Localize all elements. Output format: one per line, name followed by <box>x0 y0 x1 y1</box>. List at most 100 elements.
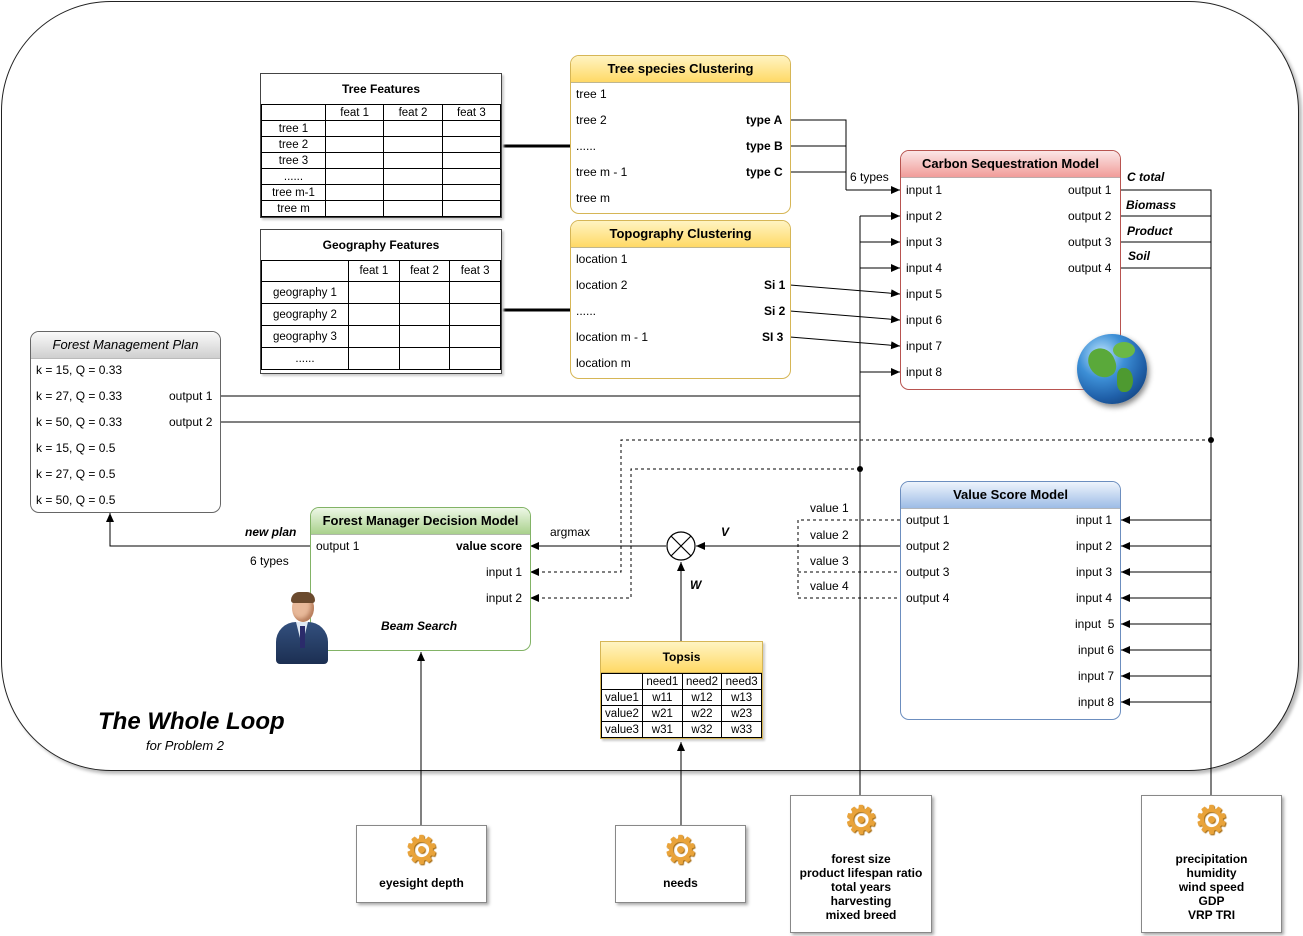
carbon-output-label: C total <box>1127 170 1165 184</box>
table-cell: geography 3 <box>261 325 349 348</box>
carbon-input: input 7 <box>906 339 943 353</box>
topography-row: ...... <box>576 304 597 318</box>
table-row: tree 2 <box>261 136 502 153</box>
table-row: feat 1 feat 2 feat 3 <box>261 104 502 121</box>
gear-icon: ⚙ <box>404 830 439 872</box>
topography-row: location 1 <box>576 252 628 266</box>
table-header-cell <box>261 104 326 121</box>
decision-method: Beam Search <box>381 619 458 633</box>
table-header-cell: need2 <box>681 673 723 690</box>
table-cell: tree m <box>261 200 326 217</box>
table-cell: w22 <box>681 705 723 722</box>
table-cell: w23 <box>721 705 762 722</box>
table-header-cell: feat 2 <box>398 260 451 282</box>
table-cell: tree 3 <box>261 152 326 169</box>
forest-plan-title: Forest Management Plan <box>31 332 220 359</box>
connector-feedback-2 <box>530 468 860 602</box>
carbon-input: input 1 <box>906 183 943 197</box>
table-row: ...... <box>261 168 502 185</box>
param-eyesight: ⚙ eyesight depth <box>356 825 487 903</box>
tree-features-title: Tree Features <box>341 82 421 96</box>
table-cell: tree 2 <box>261 136 326 153</box>
param-forest: ⚙ forest size product lifespan ratio tot… <box>790 795 932 933</box>
v-label: V <box>721 525 730 539</box>
value-output: output 3 <box>906 565 950 579</box>
param-climate: ⚙ precipitation humidity wind speed GDP … <box>1141 795 1282 933</box>
forest-management-plan: Forest Management Plan <box>30 331 221 513</box>
forest-plan-output: output 1 <box>169 389 213 403</box>
new-plan-label: new plan <box>245 525 297 539</box>
topography-row: location m - 1 <box>576 330 649 344</box>
table-row: value2 w21 w22 w23 <box>601 705 762 722</box>
connector-carbon-out1 <box>1120 189 1212 795</box>
value-model-title: Value Score Model <box>901 482 1120 509</box>
table-header-cell: feat 1 <box>348 260 400 282</box>
tree-cluster-row: ...... <box>576 139 597 153</box>
table-row: geography 2 <box>261 303 501 326</box>
topography-clustering: Topography Clustering <box>570 220 791 379</box>
value-input: input 7 <box>1078 669 1115 683</box>
param-line: GDP <box>1198 894 1225 908</box>
forest-plan-row: k = 15, Q = 0.33 <box>36 363 123 377</box>
table-cell: tree m-1 <box>261 184 326 201</box>
topsis-title: Topsis <box>601 642 762 673</box>
table-header-cell <box>601 673 643 690</box>
table-cell: w12 <box>681 689 723 706</box>
table-row: value1 w11 w12 w13 <box>601 689 762 706</box>
param-line: precipitation <box>1175 852 1248 866</box>
decision-input: input 1 <box>486 565 523 579</box>
table-row: value3 w31 w32 w33 <box>601 721 762 738</box>
carbon-input: input 4 <box>906 261 943 275</box>
carbon-output: output 1 <box>1068 183 1112 197</box>
value-output: output 4 <box>906 591 950 605</box>
tree-cluster-output: type C <box>746 165 783 179</box>
value-label: value 1 <box>810 501 849 515</box>
tree-cluster-row: tree m <box>576 191 611 205</box>
topography-output: Si 2 <box>764 304 786 318</box>
table-cell: w31 <box>642 721 683 738</box>
value-label: value 4 <box>810 579 849 593</box>
carbon-output: output 2 <box>1068 209 1112 223</box>
tree-cluster-row: tree 2 <box>576 113 607 127</box>
param-line: mixed breed <box>825 908 897 922</box>
w-label: W <box>690 578 702 592</box>
connector-new-plan <box>106 513 310 547</box>
topography-row: location 2 <box>576 278 628 292</box>
table-row: ...... <box>261 347 501 370</box>
table-row: need1 need2 need3 <box>601 673 762 690</box>
value-output: output 2 <box>906 539 950 553</box>
param-line: eyesight depth <box>379 876 464 890</box>
carbon-output-label: Product <box>1127 224 1173 238</box>
connector-si1 <box>789 284 901 298</box>
table-cell: value2 <box>601 705 643 722</box>
diagram-subtitle: for Problem 2 <box>146 738 225 753</box>
table-header-cell: feat 1 <box>324 104 385 121</box>
value-input: input 3 <box>1076 565 1113 579</box>
table-header-cell: need1 <box>642 673 683 690</box>
table-header-cell: feat 2 <box>383 104 443 121</box>
table-row: feat 1 feat 2 feat 3 <box>261 260 501 282</box>
table-cell: geography 2 <box>261 303 349 326</box>
tree-cluster-row: tree m - 1 <box>576 165 628 179</box>
forest-plan-row: k = 50, Q = 0.5 <box>36 493 116 507</box>
carbon-input: input 5 <box>906 287 943 301</box>
diagram-title: The Whole Loop <box>98 708 285 735</box>
topography-clustering-title: Topography Clustering <box>571 221 790 248</box>
decision-model-title: Forest Manager Decision Model <box>311 508 530 535</box>
table-header-cell: feat 3 <box>449 260 501 282</box>
junction-dot-2 <box>857 466 863 472</box>
table-row: tree 1 <box>261 120 502 137</box>
topography-output: SI 3 <box>762 330 784 344</box>
table-row: geography 1 <box>261 281 501 304</box>
table-cell: w21 <box>642 705 683 722</box>
decision-input: input 2 <box>486 591 523 605</box>
tree-features-table: Tree Features feat 1 feat 2 feat 3 tree … <box>260 73 502 218</box>
tree-cluster-row: tree 1 <box>576 87 607 101</box>
forest-plan-row: k = 27, Q = 0.5 <box>36 467 116 481</box>
table-cell: value3 <box>601 721 643 738</box>
forest-plan-row: k = 50, Q = 0.33 <box>36 415 123 429</box>
argmax-label: argmax <box>550 525 591 539</box>
gear-icon: ⚙ <box>1194 800 1229 842</box>
forest-plan-row: k = 27, Q = 0.33 <box>36 389 123 403</box>
